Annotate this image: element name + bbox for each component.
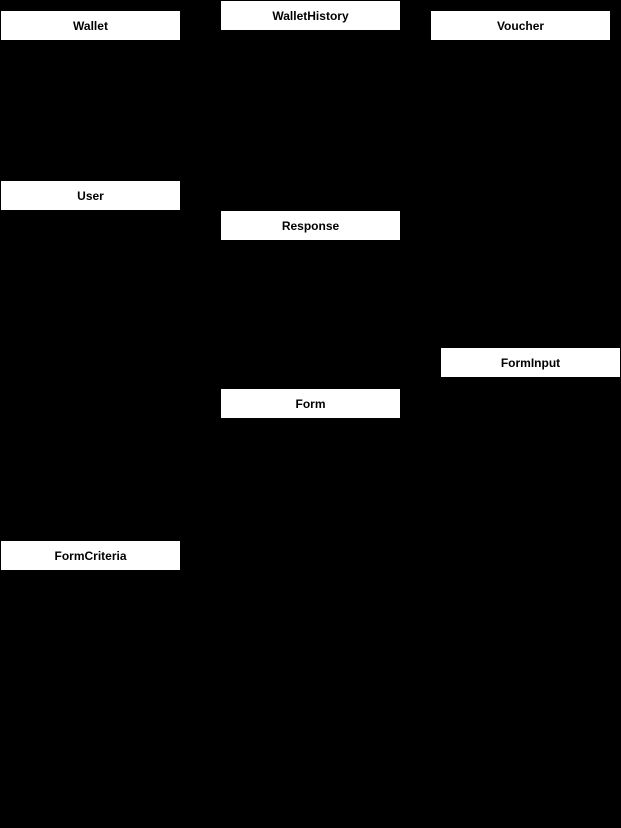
- entity-title: FormInput: [500, 355, 561, 370]
- entity-form-input[interactable]: FormInput: [440, 347, 621, 378]
- entity-title: Wallet: [73, 18, 108, 33]
- entity-title: Voucher: [496, 18, 545, 33]
- entity-response[interactable]: Response: [220, 210, 401, 241]
- entity-title: Form: [295, 396, 326, 411]
- entity-title: WalletHistory: [272, 8, 349, 23]
- entity-wallet[interactable]: Wallet: [0, 10, 181, 41]
- entity-title: Response: [281, 218, 340, 233]
- entity-form[interactable]: Form: [220, 388, 401, 419]
- entity-title: User: [77, 188, 104, 203]
- entity-voucher[interactable]: Voucher: [430, 10, 611, 41]
- entity-user[interactable]: User: [0, 180, 181, 211]
- entity-form-criteria[interactable]: FormCriteria: [0, 540, 181, 571]
- entity-title: FormCriteria: [54, 548, 127, 563]
- entity-wallet-history[interactable]: WalletHistory: [220, 0, 401, 31]
